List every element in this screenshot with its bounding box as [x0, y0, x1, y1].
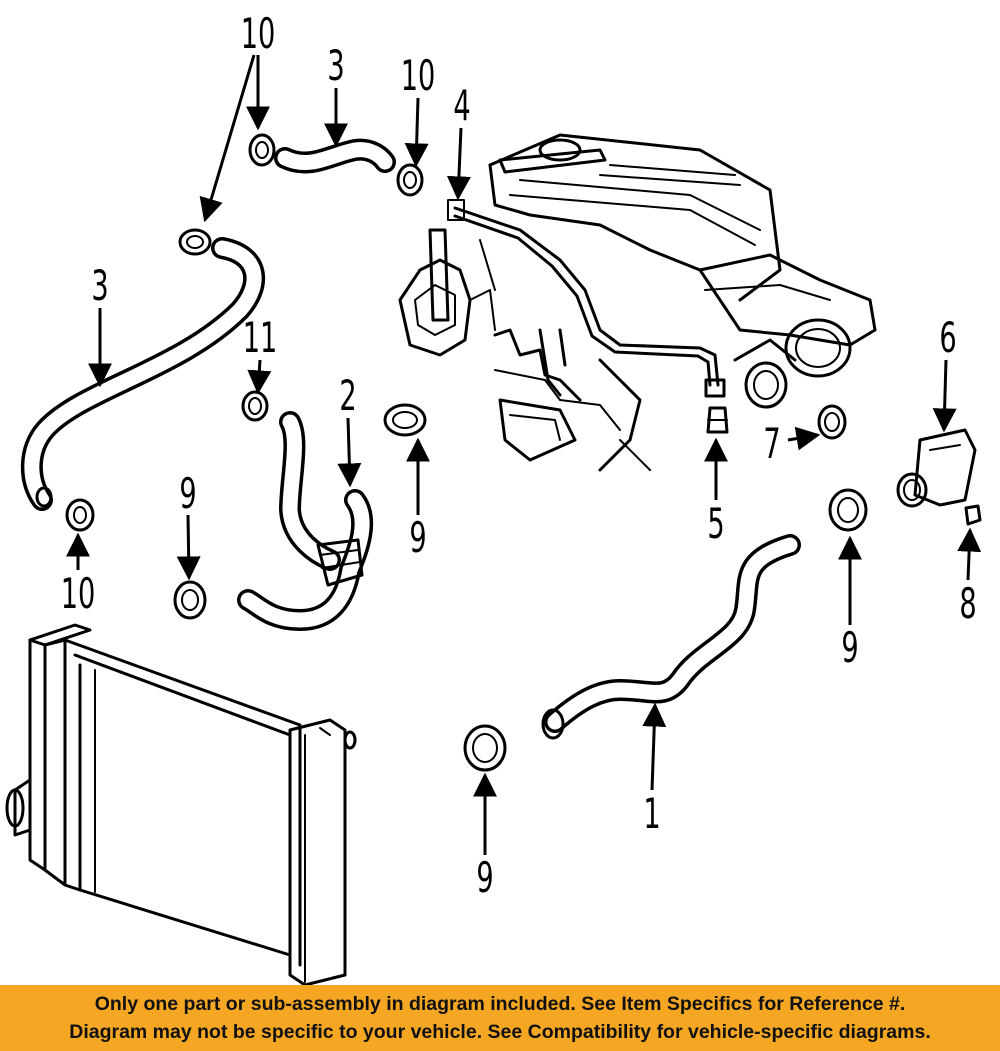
thermostat-gasket	[817, 404, 847, 440]
hose-clamp	[241, 390, 269, 422]
callout-8: 8	[957, 527, 982, 628]
callout-9-bottom: 9	[473, 772, 497, 902]
hose-clamp	[828, 488, 868, 532]
callout-7: 7	[763, 419, 821, 468]
engine-block	[398, 133, 877, 472]
upper-heater-hose	[274, 138, 396, 174]
hose-clamp	[173, 580, 207, 620]
callout-10-right: 10	[401, 51, 436, 168]
disclaimer-line-2: Diagram may not be specific to your vehi…	[69, 1021, 931, 1043]
callout-number: 1	[643, 789, 660, 838]
disclaimer-line-1: Only one part or sub-assembly in diagram…	[94, 993, 906, 1015]
callout-number: 4	[453, 81, 470, 130]
callout-3-top: 3	[324, 41, 348, 148]
radiator	[5, 623, 357, 985]
hose-clamp	[65, 498, 95, 532]
bolt	[964, 504, 982, 526]
callout-number: 11	[243, 313, 278, 362]
callout-number: 10	[61, 569, 96, 618]
hose-clamp	[463, 724, 507, 772]
callout-1: 1	[642, 702, 667, 838]
callout-9-left: 9	[176, 469, 201, 581]
callout-5: 5	[704, 437, 728, 548]
callout-9-right: 9	[838, 535, 862, 672]
heater-hose-long	[20, 237, 265, 511]
callout-11: 11	[243, 313, 278, 395]
callout-10-top: 10	[199, 9, 276, 223]
callout-number: 8	[959, 579, 976, 628]
callout-number: 9	[409, 513, 426, 562]
callout-number: 3	[327, 41, 344, 90]
disclaimer-banner: Only one part or sub-assembly in diagram…	[0, 985, 1000, 1051]
radiator-lower-hose	[541, 534, 801, 740]
callout-3-left: 3	[88, 261, 112, 388]
cooling-system-parts-diagram: 10 3 10 4 3 11 2 9 6 7 9 5	[5, 9, 982, 985]
callout-number: 5	[707, 499, 724, 548]
radiator-upper-hose	[237, 411, 374, 631]
callout-number: 6	[939, 313, 956, 362]
callout-number: 9	[841, 623, 858, 672]
callout-number: 9	[179, 469, 196, 518]
hose-clamp	[383, 403, 427, 437]
callout-number: 2	[339, 371, 356, 420]
callout-number: 10	[241, 9, 276, 58]
callout-9-center: 9	[406, 437, 430, 562]
callout-4: 4	[446, 81, 471, 201]
callout-10-bottom-left: 10	[61, 532, 96, 618]
hose-clamp	[178, 228, 212, 256]
hose-clamp	[396, 163, 424, 197]
bypass-tube	[447, 199, 729, 434]
thermostat-housing	[896, 428, 977, 508]
callout-6: 6	[932, 313, 957, 433]
callout-number: 9	[476, 853, 493, 902]
callout-number: 3	[91, 261, 108, 310]
callout-number: 7	[763, 419, 780, 468]
hose-clamp	[248, 133, 276, 167]
callout-2: 2	[337, 371, 362, 488]
callout-number: 10	[401, 51, 436, 100]
